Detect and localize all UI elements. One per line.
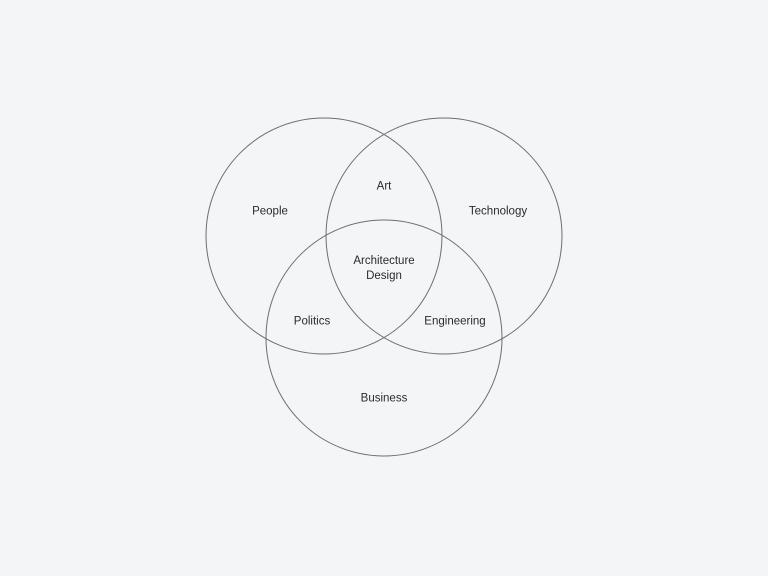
label-business: Business xyxy=(360,392,408,405)
label-art: Art xyxy=(376,180,392,193)
label-people: People xyxy=(252,205,288,218)
label-politics: Politics xyxy=(293,315,331,328)
label-engineering: Engineering xyxy=(424,315,486,328)
circle-business xyxy=(265,219,503,457)
label-technology: Technology xyxy=(468,205,528,218)
label-design: Design xyxy=(366,270,402,282)
circle-people xyxy=(205,117,443,355)
circle-technology xyxy=(325,117,563,355)
label-center: Architecture Design xyxy=(353,254,414,284)
label-architecture: Architecture xyxy=(353,255,415,267)
